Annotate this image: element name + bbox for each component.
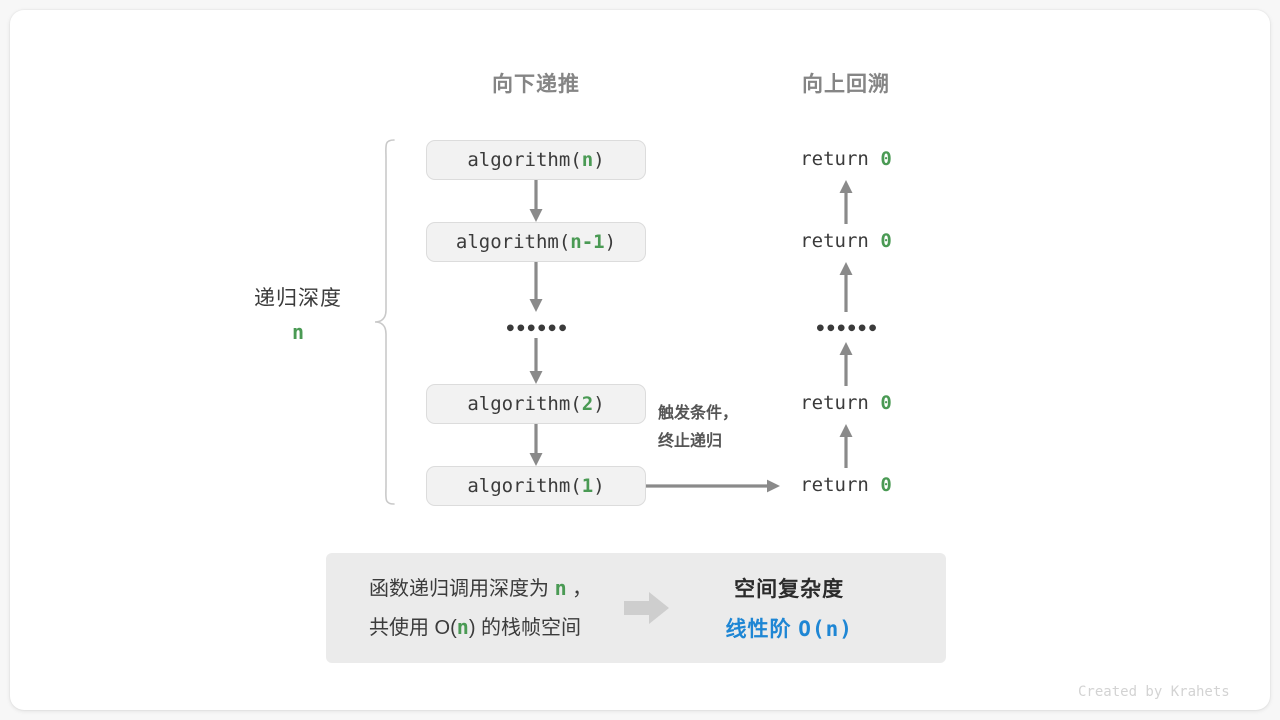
complexity-order-label: 线性阶 xyxy=(725,618,799,641)
up-arrow-1-icon xyxy=(834,178,858,224)
call-box-arg: n xyxy=(581,149,594,171)
summary-left-line2: 共使用 O(n) 的栈帧空间 xyxy=(369,608,592,647)
column-header-downward: 向下递推 xyxy=(492,73,580,96)
return-keyword: return xyxy=(800,148,881,170)
trigger-condition-label: 触发条件， 终止递归 xyxy=(658,400,738,456)
up-arrow-2-icon xyxy=(834,260,858,312)
watermark-credit: Created by Krahets xyxy=(1078,684,1230,700)
block-arrow-right-icon xyxy=(622,590,672,626)
call-box-fn: algorithm( xyxy=(467,475,582,497)
complexity-title: 空间复杂度 xyxy=(734,578,845,601)
call-box-close: ) xyxy=(593,149,605,171)
return-keyword: return xyxy=(800,474,881,496)
summary-line1-pre: 函数递归调用深度为 xyxy=(369,578,555,600)
return-label-4: return 0 xyxy=(746,474,946,496)
up-arrow-4-icon xyxy=(834,422,858,468)
call-box-arg: n-1 xyxy=(570,231,605,253)
recursion-depth-text: 递归深度 xyxy=(254,287,342,310)
call-box-1: algorithm(1) xyxy=(426,466,646,506)
down-arrow-1-icon xyxy=(524,180,548,224)
complexity-value: 线性阶 O(n) xyxy=(704,613,874,643)
trigger-condition-line2: 终止递归 xyxy=(658,433,723,450)
return-value: 0 xyxy=(880,474,892,496)
call-box-n-minus-1: algorithm(n-1) xyxy=(426,222,646,262)
down-arrow-2-icon xyxy=(524,262,548,314)
left-ellipsis: •••••• xyxy=(504,318,569,340)
down-arrow-4-icon xyxy=(524,424,548,468)
call-box-2: algorithm(2) xyxy=(426,384,646,424)
depth-brace-icon xyxy=(372,132,402,512)
up-arrow-3-icon xyxy=(834,340,858,386)
return-value: 0 xyxy=(880,392,892,414)
call-box-n: algorithm(n) xyxy=(426,140,646,180)
return-keyword: return xyxy=(800,392,881,414)
trigger-condition-line1: 触发条件， xyxy=(658,405,739,422)
recursion-depth-label: 递归深度 n xyxy=(198,282,398,344)
recursion-depth-value: n xyxy=(291,320,305,344)
right-ellipsis: •••••• xyxy=(814,318,879,340)
base-case-arrow-icon xyxy=(646,476,786,496)
summary-left-line1: 函数递归调用深度为 n ， xyxy=(369,569,592,608)
summary-line2-pre: 共使用 O( xyxy=(369,617,457,639)
call-box-close: ) xyxy=(593,393,605,415)
call-box-fn: algorithm( xyxy=(455,231,571,253)
summary-right-text: 空间复杂度 线性阶 O(n) xyxy=(704,573,874,643)
summary-line2-post: ) 的栈帧空间 xyxy=(468,617,582,639)
return-keyword: return xyxy=(800,230,881,252)
call-box-fn: algorithm( xyxy=(467,149,582,171)
summary-line1-var: n xyxy=(554,576,567,600)
return-value: 0 xyxy=(880,148,892,170)
complexity-order-expr: O(n) xyxy=(798,617,853,641)
return-label-1: return 0 xyxy=(746,148,946,170)
call-box-arg: 2 xyxy=(581,393,594,415)
call-box-arg: 1 xyxy=(581,475,594,497)
summary-line1-post: ， xyxy=(566,578,593,600)
column-header-upward: 向上回溯 xyxy=(802,73,890,96)
summary-line2-var: n xyxy=(456,615,469,639)
down-arrow-3-icon xyxy=(524,338,548,386)
call-box-close: ) xyxy=(593,475,605,497)
call-box-close: ) xyxy=(604,231,617,253)
summary-left-text: 函数递归调用深度为 n ， 共使用 O(n) 的栈帧空间 xyxy=(369,569,592,647)
summary-panel: 函数递归调用深度为 n ， 共使用 O(n) 的栈帧空间 空间复杂度 线性阶 O… xyxy=(326,553,946,663)
return-label-3: return 0 xyxy=(746,392,946,414)
diagram-canvas: 向下递推 向上回溯 递归深度 n algorithm(n) algorithm(… xyxy=(10,10,1270,710)
return-label-2: return 0 xyxy=(746,230,946,252)
return-value: 0 xyxy=(880,230,892,252)
call-box-fn: algorithm( xyxy=(467,393,582,415)
